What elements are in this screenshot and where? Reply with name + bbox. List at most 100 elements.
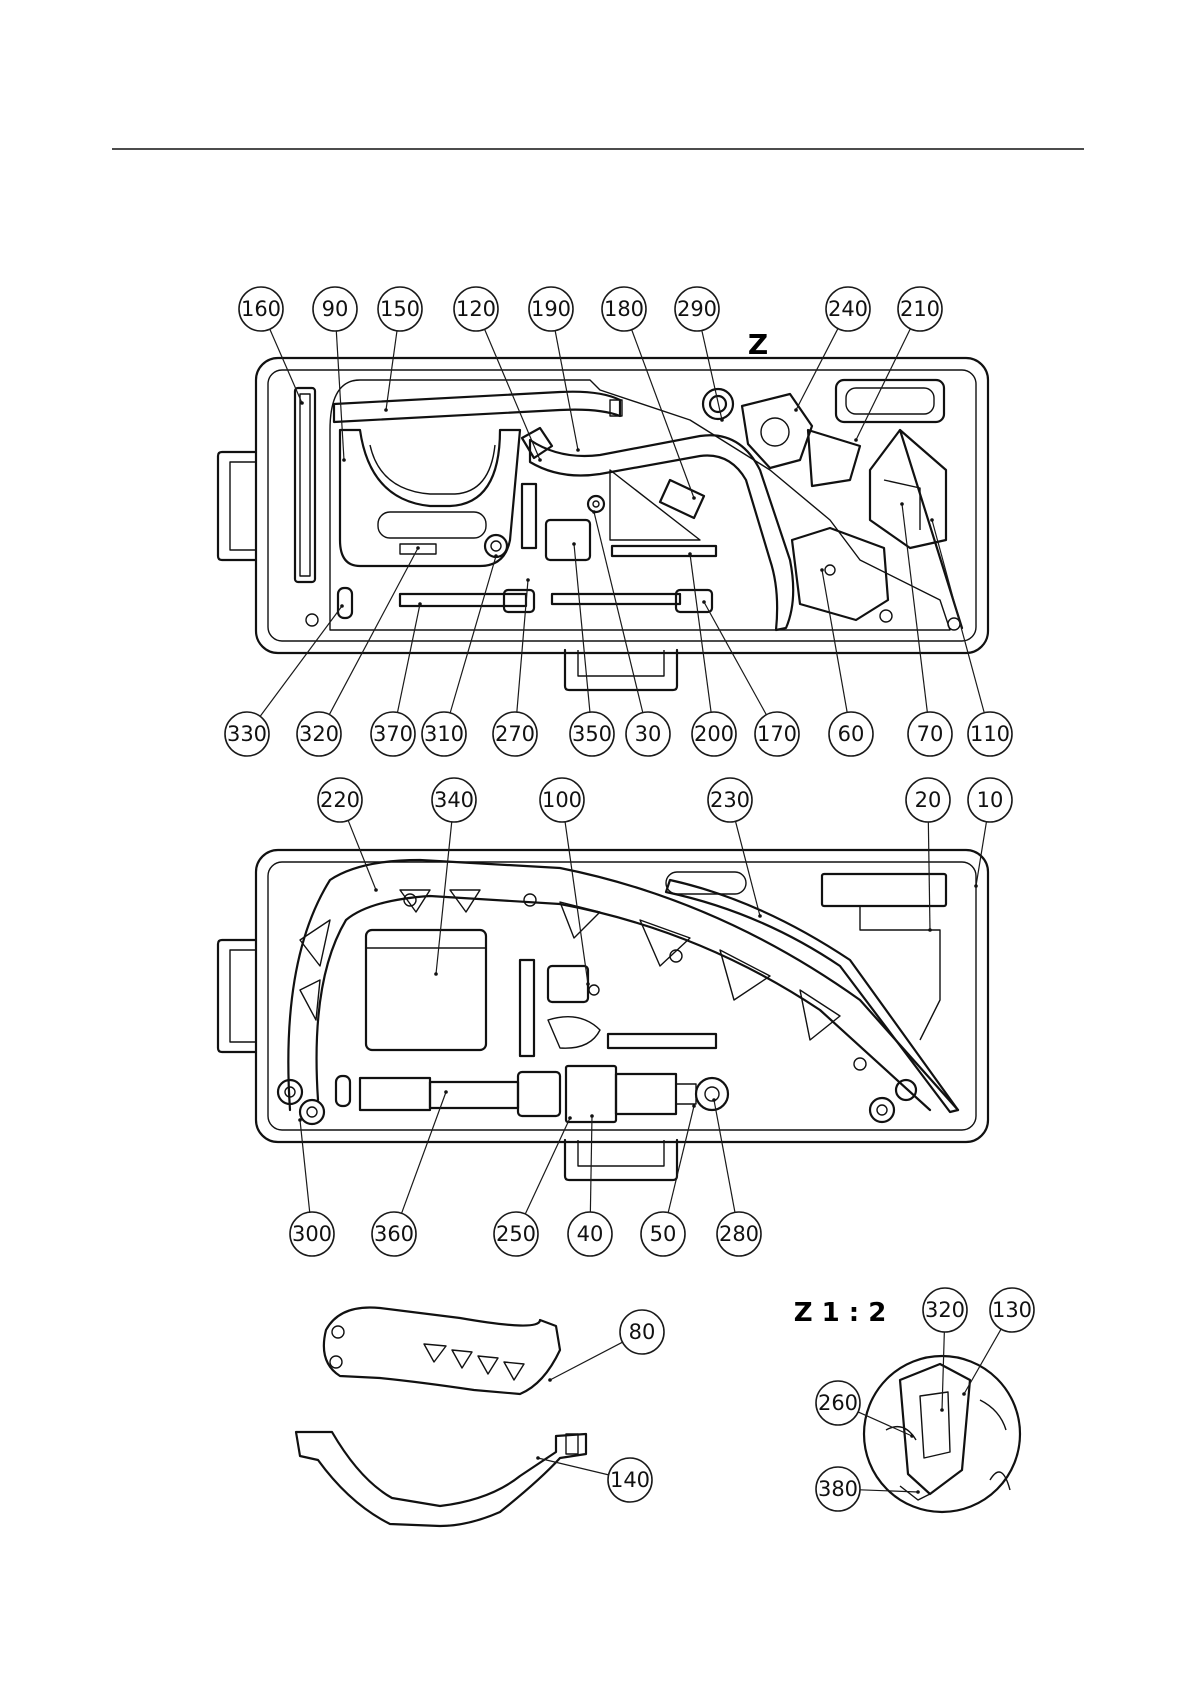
callout-70: 70 xyxy=(908,712,952,756)
callout-target-dot xyxy=(416,546,420,550)
callout-number: 180 xyxy=(604,297,644,321)
callout-number: 170 xyxy=(757,722,797,746)
callout-target-dot xyxy=(820,568,824,572)
callout-160: 160 xyxy=(239,287,283,331)
callout-number: 250 xyxy=(496,1222,536,1246)
callout-target-dot xyxy=(962,1392,966,1396)
callout-number: 260 xyxy=(818,1391,858,1415)
callout-target-dot xyxy=(418,602,422,606)
callout-number: 150 xyxy=(380,297,420,321)
callout-target-dot xyxy=(854,438,858,442)
callout-target-dot xyxy=(548,1378,552,1382)
callout-target-dot xyxy=(702,600,706,604)
callout-340: 340 xyxy=(432,778,476,822)
callout-number: 90 xyxy=(322,297,349,321)
callout-number: 100 xyxy=(542,788,582,812)
callout-target-dot xyxy=(536,1456,540,1460)
callout-90: 90 xyxy=(313,287,357,331)
callout-350: 350 xyxy=(570,712,614,756)
callout-number: 240 xyxy=(828,297,868,321)
callout-180: 180 xyxy=(602,287,646,331)
callout-leader xyxy=(668,1106,694,1213)
callout-number: 140 xyxy=(610,1468,650,1492)
callout-280: 280 xyxy=(717,1212,761,1256)
callout-leader xyxy=(856,329,910,440)
callout-target-dot xyxy=(900,502,904,506)
callout-leader xyxy=(942,1332,944,1410)
callout-170: 170 xyxy=(755,712,799,756)
callout-target-dot xyxy=(494,554,498,558)
callout-target-dot xyxy=(300,401,304,405)
callout-320: 320 xyxy=(297,712,341,756)
callout-number: 280 xyxy=(719,1222,759,1246)
callout-number: 80 xyxy=(629,1320,656,1344)
callout-290: 290 xyxy=(675,287,719,331)
callout-leader xyxy=(397,604,420,712)
callout-60: 60 xyxy=(829,712,873,756)
detail-scale-label: Z 1 : 2 xyxy=(794,1298,887,1328)
callout-270: 270 xyxy=(493,712,537,756)
case-middle-view xyxy=(218,850,988,1180)
callout-number: 70 xyxy=(917,722,944,746)
callout-target-dot xyxy=(974,884,978,888)
callout-number: 220 xyxy=(320,788,360,812)
callout-leader xyxy=(594,512,643,713)
callout-10: 10 xyxy=(968,778,1012,822)
callout-number: 230 xyxy=(710,788,750,812)
callout-target-dot xyxy=(572,542,576,546)
callout-target-dot xyxy=(592,510,596,514)
callout-leader xyxy=(348,820,376,890)
callout-target-dot xyxy=(538,458,542,462)
callout-leader xyxy=(565,822,588,984)
callout-number: 320 xyxy=(925,1298,965,1322)
callout-target-dot xyxy=(576,448,580,452)
callout-110: 110 xyxy=(968,712,1012,756)
callout-target-dot xyxy=(692,1104,696,1108)
callout-number: 340 xyxy=(434,788,474,812)
callout-number: 130 xyxy=(992,1298,1032,1322)
callout-number: 300 xyxy=(292,1222,332,1246)
callout-target-dot xyxy=(758,914,762,918)
callout-number: 190 xyxy=(531,297,571,321)
callout-360: 360 xyxy=(372,1212,416,1256)
callout-320: 320 xyxy=(923,1288,967,1332)
callout-target-dot xyxy=(568,1116,572,1120)
callout-number: 310 xyxy=(424,722,464,746)
callout-target-dot xyxy=(688,552,692,556)
callout-target-dot xyxy=(928,928,932,932)
callout-leader xyxy=(300,1120,310,1212)
callout-leader xyxy=(517,580,528,712)
callout-leader xyxy=(690,554,711,712)
callout-leader xyxy=(260,606,342,716)
callout-150: 150 xyxy=(378,287,422,331)
callout-number: 360 xyxy=(374,1222,414,1246)
callout-number: 370 xyxy=(373,722,413,746)
callout-leader xyxy=(525,1118,570,1214)
callout-number: 50 xyxy=(650,1222,677,1246)
callout-240: 240 xyxy=(826,287,870,331)
callout-leader xyxy=(574,544,590,712)
callout-leader xyxy=(704,602,766,715)
callout-100: 100 xyxy=(540,778,584,822)
callout-number: 350 xyxy=(572,722,612,746)
case-top-view xyxy=(218,358,988,690)
callout-250: 250 xyxy=(494,1212,538,1256)
callout-leader xyxy=(714,1100,735,1212)
callout-target-dot xyxy=(434,972,438,976)
callout-number: 320 xyxy=(299,722,339,746)
callout-120: 120 xyxy=(454,287,498,331)
callout-leader xyxy=(270,329,302,403)
callout-leader xyxy=(538,1458,609,1475)
callout-target-dot xyxy=(910,1434,914,1438)
callout-190: 190 xyxy=(529,287,573,331)
callout-number: 210 xyxy=(900,297,940,321)
callout-370: 370 xyxy=(371,712,415,756)
callout-number: 290 xyxy=(677,297,717,321)
callout-target-dot xyxy=(794,408,798,412)
detail-marker-label: Z xyxy=(748,328,768,361)
callout-target-dot xyxy=(720,418,724,422)
callout-leader xyxy=(550,1342,622,1380)
callout-leader xyxy=(902,504,927,712)
callout-target-dot xyxy=(444,1090,448,1094)
